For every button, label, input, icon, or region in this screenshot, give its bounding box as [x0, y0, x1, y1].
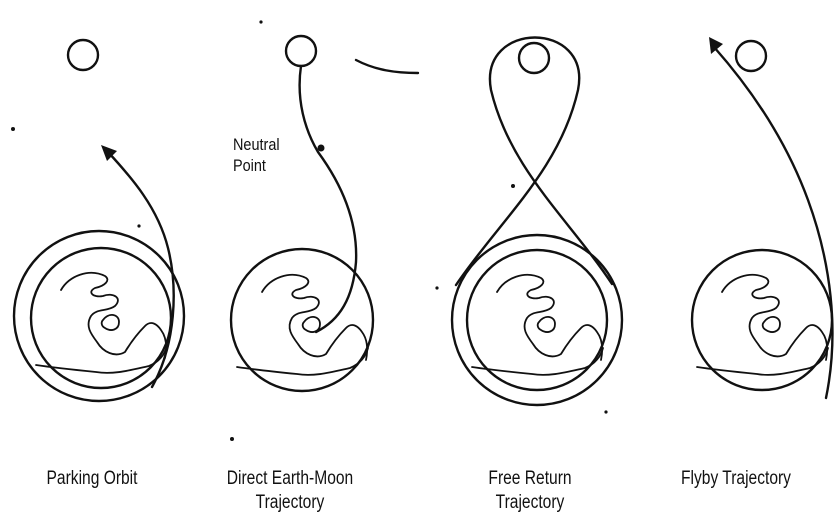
neutral-point-line-1: Neutral [233, 134, 280, 155]
parking-orbit-departure [108, 152, 174, 387]
caption-direct-trajectory: Direct Earth-Moon Trajectory [208, 467, 372, 515]
neutral-point-label: Neutral Point [233, 134, 280, 176]
free-return-panel [452, 38, 622, 406]
free-return-figure-eight [456, 38, 612, 286]
flyby-trajectory-path [714, 47, 832, 398]
trajectory-arrow-icon [709, 37, 723, 54]
moon-icon [286, 36, 316, 66]
trajectory-dot [511, 184, 515, 188]
caption-free-return: Free Return Trajectory [448, 467, 612, 515]
direct-trajectory-path [300, 66, 357, 332]
parking-orbit-panel [14, 40, 184, 401]
flyby-panel [692, 37, 832, 398]
moon-icon [519, 43, 549, 73]
earth-icon [467, 250, 607, 390]
caption-parking-orbit: Parking Orbit [10, 467, 174, 491]
neutral-point-marker [318, 145, 325, 152]
direct-trajectory-panel [231, 36, 418, 391]
earth-icon [692, 250, 832, 390]
neutral-point-line-2: Point [233, 155, 280, 176]
earth-icon [31, 248, 171, 388]
debris-stroke [356, 60, 418, 73]
caption-flyby: Flyby Trajectory [654, 467, 818, 491]
earth-icon [231, 249, 373, 391]
moon-icon [736, 41, 766, 71]
moon-icon [68, 40, 98, 70]
